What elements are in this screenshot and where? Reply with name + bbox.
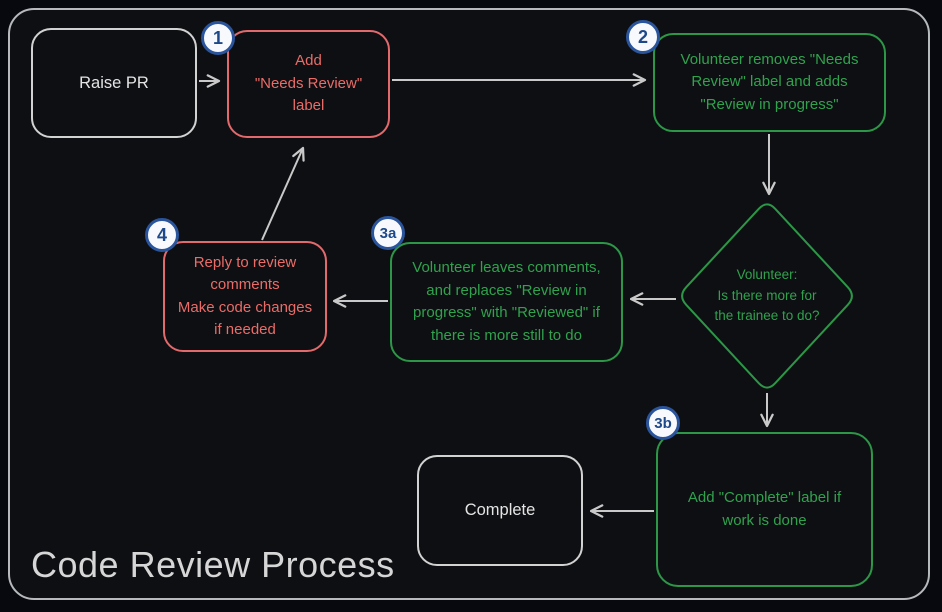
node-add-complete-label: Add "Complete" label if work is done	[656, 432, 873, 587]
node-volunteer-leaves-comments: Volunteer leaves comments, and replaces …	[390, 242, 623, 362]
decision-diamond-label: Volunteer: Is there more for the trainee…	[714, 266, 820, 324]
node-complete: Complete	[417, 455, 583, 566]
badge-step-3b: 3b	[646, 406, 680, 440]
badge-step-1: 1	[201, 21, 235, 55]
badge-step-2: 2	[626, 20, 660, 54]
node-volunteer-removes-needs-review: Volunteer removes "Needs Review" label a…	[653, 33, 886, 132]
node-reply-to-review-comments: Reply to review comments Make code chang…	[163, 241, 327, 352]
node-raise-pr: Raise PR	[31, 28, 197, 138]
diagram-title: Code Review Process	[31, 544, 395, 585]
node-add-needs-review-label: Add "Needs Review" label	[227, 30, 390, 138]
badge-step-3a: 3a	[371, 216, 405, 250]
badge-step-4: 4	[145, 218, 179, 252]
